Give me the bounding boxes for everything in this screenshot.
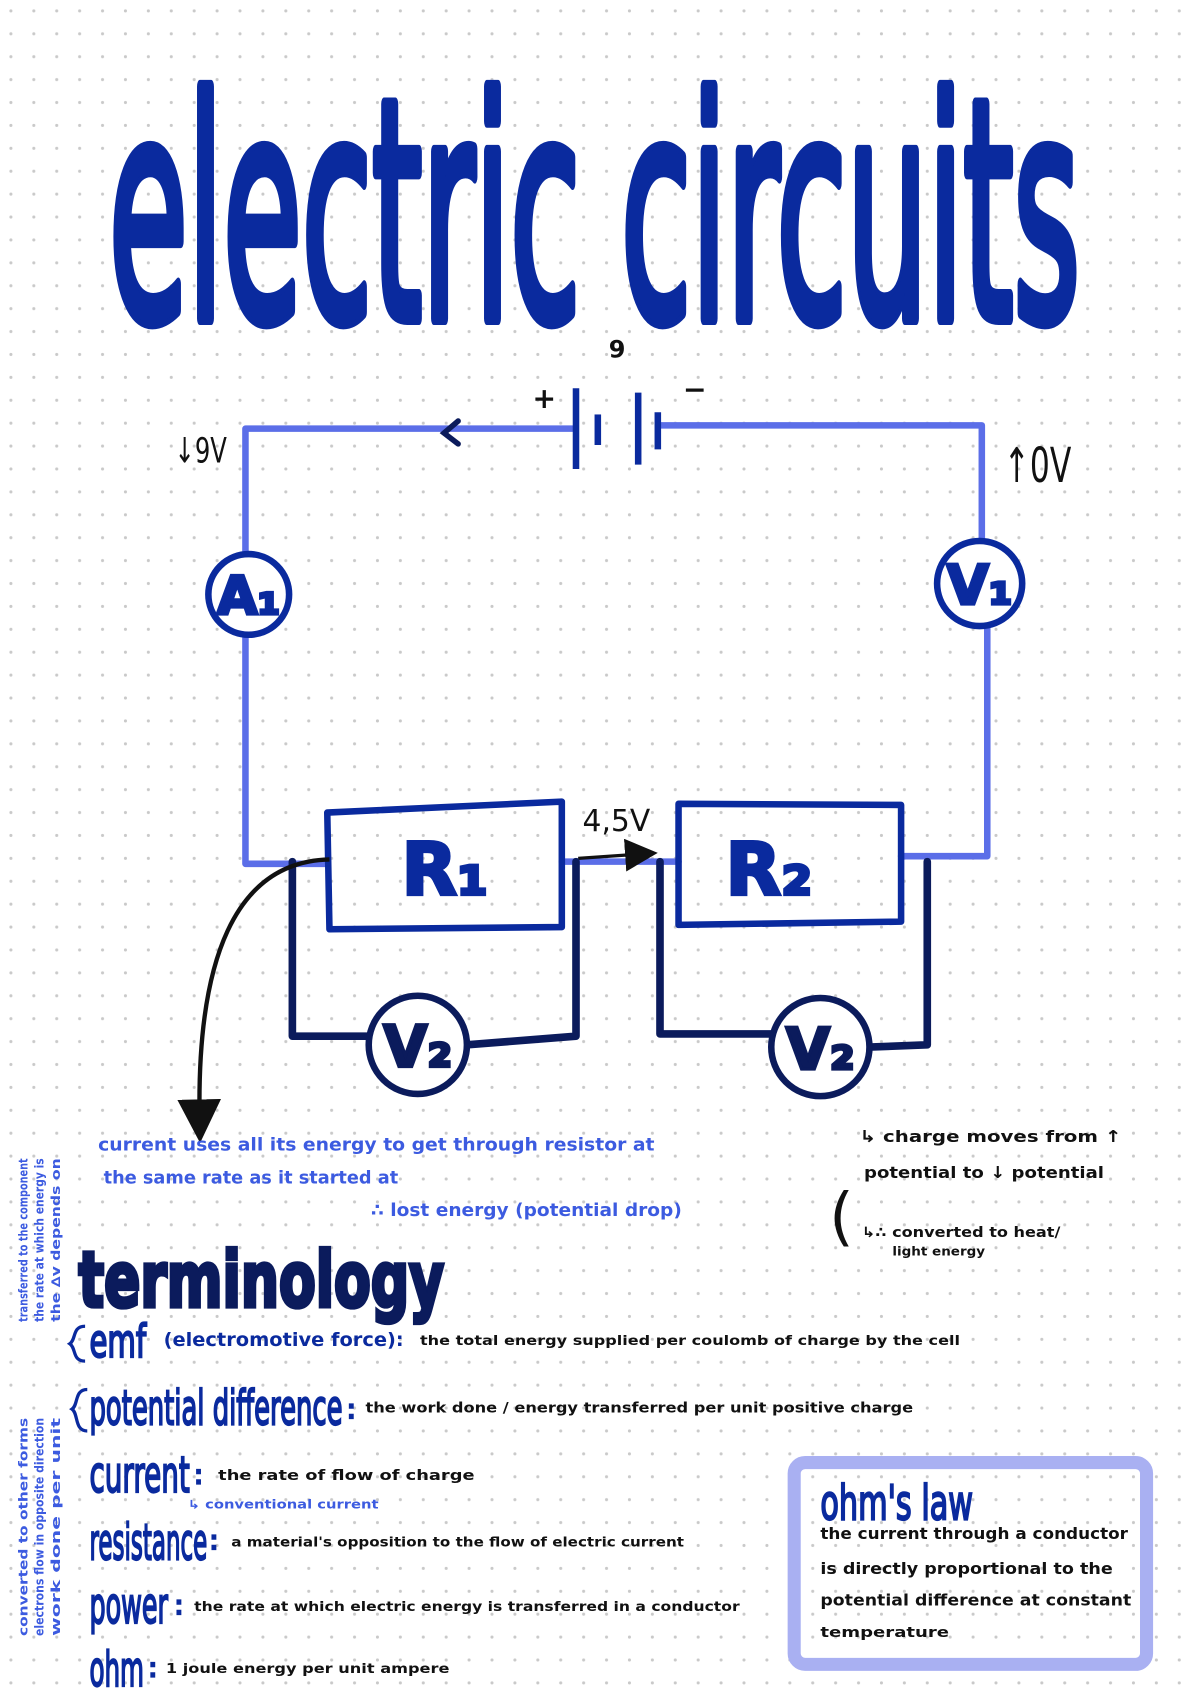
voltmeter-r2-wire-left [656,857,776,1038]
term-current: current : the rate of flow of charge ↳ c… [88,1444,474,1511]
battery-minus-sign: − [683,373,707,406]
charge-note: ↳ charge moves from ↑ potential to ↓ pot… [829,1127,1121,1258]
brace-icon [66,1324,86,1363]
term-emf-definition: the total energy supplied per coulomb of… [420,1334,960,1349]
term-ohm-name: ohm [89,1642,144,1696]
term-power-definition: the rate at which electric energy is tra… [194,1600,740,1615]
ohms-law-line-3: potential difference at constant [820,1590,1131,1609]
term-power-colon: : [175,1591,184,1621]
ohms-law-line-4: temperature [820,1625,949,1641]
voltmeter-r2-label: V₂ [786,1017,855,1083]
voltmeter-r1-wire-right [463,857,580,1049]
side-note-top: the ∆v depends on the rate at which ener… [16,1158,63,1322]
resistor-note-line-1: current uses all its energy to get throu… [98,1136,654,1156]
resistor-r2 [675,800,905,929]
term-ohm: ohm : 1 joule energy per unit ampere [88,1641,450,1696]
term-ohm-colon: : [148,1653,157,1683]
right-potential-label: ↑0V [1004,438,1072,494]
side-note-bottom-line-3: converted to other forms [16,1418,30,1636]
side-note-bottom-line-1: work done per unit [49,1417,63,1636]
charge-note-line-2: potential to ↓ potential [864,1163,1104,1182]
battery-plus-sign: + [532,382,556,415]
side-note-top-line-3: transferred to the component [16,1158,30,1322]
term-emf: emf (electromotive force): the total ene… [66,1313,960,1369]
term-potential-difference: potential difference : the work done / e… [69,1379,913,1438]
term-current-colon: : [194,1460,203,1490]
voltmeter-r2-circle [767,994,873,1100]
voltmeter-r1-wire-left [288,857,373,1040]
terminology-heading: terminology [79,1237,444,1326]
side-note-bottom-line-2: electrons flow in opposite direction [33,1418,47,1636]
term-resistance-definition: a material's opposition to the flow of e… [231,1536,684,1551]
ohms-law-box: ohm's law the current through a conducto… [787,1456,1154,1671]
voltmeter-r1-label: V₂ [383,1015,452,1081]
left-potential-label: ↓9V [175,431,227,471]
term-potential-difference-name: potential difference [89,1380,342,1436]
term-potential-difference-colon: : [347,1395,356,1425]
resistor-note: current uses all its energy to get throu… [98,1136,682,1221]
term-potential-difference-definition: the work done / energy transferred per u… [365,1400,913,1416]
ammeter-label: A₁ [217,566,280,627]
term-current-name: current [89,1445,189,1504]
brace-icon [69,1387,88,1433]
term-current-definition: the rate of flow of charge [218,1468,474,1484]
page-title: electric circuits [109,37,1080,392]
term-emf-extra: (electromotive force): [164,1330,404,1351]
battery-label: 9 [609,336,626,364]
term-power-name: power [89,1576,168,1635]
term-resistance-name: resistance [89,1513,207,1572]
voltmeter-r2-wire-right [865,857,932,1051]
wire-top-left [242,425,576,557]
wire-top-right [656,422,986,544]
potential-drop-label: 4,5V [583,804,651,839]
term-ohm-definition: 1 joule energy per unit ampere [166,1662,450,1677]
side-note-top-line-2: the rate at which energy is [33,1158,47,1322]
charge-note-line-3: ↳∴ converted to heat/ [862,1225,1061,1241]
ammeter-circle [205,550,293,639]
term-current-subnote: ↳ conventional current [188,1497,379,1511]
term-resistance-colon: : [209,1526,218,1556]
voltmeter-r1-circle [365,992,471,1098]
voltmeter-supply-label: V₁ [947,553,1013,617]
side-note-bottom: work done per unit electrons flow in opp… [16,1417,63,1636]
resistor-note-line-3: ∴ lost energy (potential drop) [371,1201,682,1221]
annotation-curved-arrow-icon [177,857,330,1144]
wire-right-lower [897,623,991,860]
ohms-law-line-1: the current through a conductor [820,1524,1129,1543]
circuit-diagram: 9 + − ↓9V ↑0V A₁ V₁ R₁ R₂ 4,5V V₂ V₂ [175,336,1072,1144]
current-direction-arrow-icon [439,418,461,447]
term-resistance: resistance : a material's opposition to … [88,1512,684,1573]
resistor-note-line-2: the same rate as it started at [104,1168,399,1188]
side-note-top-line-1: the ∆v depends on [49,1158,63,1322]
term-emf-name: emf [89,1314,146,1368]
potential-drop-arrow-icon [578,838,658,872]
ohms-law-line-2: is directly proportional to the [820,1559,1112,1578]
charge-note-bracket: ( [829,1179,854,1253]
voltmeter-supply-circle [933,537,1026,630]
ohms-law-title: ohm's law [820,1475,973,1531]
term-power: power : the rate at which electric energ… [88,1575,740,1636]
resistor-r1-label: R₁ [402,827,489,911]
resistor-r1 [324,798,566,933]
battery-symbol [572,388,662,469]
resistor-r2-label: R₂ [726,827,813,911]
ohms-law-border [787,1456,1154,1671]
charge-note-line-1: ↳ charge moves from ↑ [860,1127,1122,1146]
charge-note-line-4: light energy [892,1244,985,1258]
